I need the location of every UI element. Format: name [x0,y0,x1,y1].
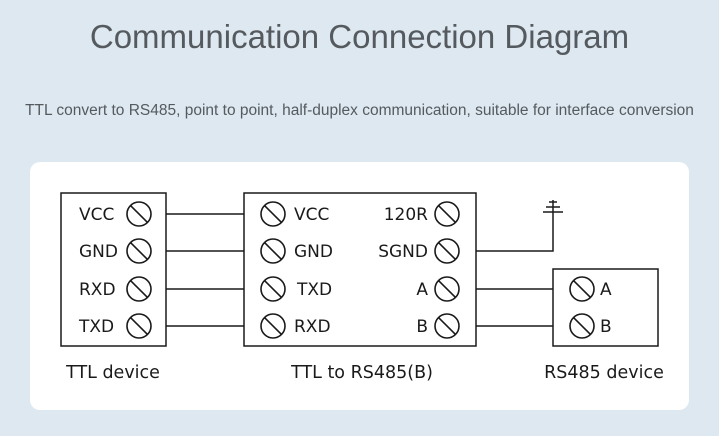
screw-terminal-icon [434,238,460,264]
page-subtitle: TTL convert to RS485, point to point, ha… [25,102,694,119]
converter-right-pins: 120R SGND A B [378,205,428,337]
converter-pin-label: RXD [294,317,331,337]
page-title: Communication Connection Diagram [89,18,630,55]
screw-terminal-icon [126,276,152,302]
screw-terminal-icon [569,276,595,302]
converter-pin-label: SGND [378,242,428,262]
ttl-pin-label: TXD [78,317,114,337]
converter-pin-label: TXD [296,280,332,300]
rs485-device-label: RS485 device [544,363,664,383]
screw-terminal-icon [126,238,152,264]
screw-terminal-icon [260,238,286,264]
converter-box [243,192,477,347]
screw-terminal-icon [569,313,595,339]
rs485-pin-label: B [600,317,612,337]
screw-terminal-icon [260,276,286,302]
ground-icon [543,200,563,214]
ttl-pin-label: RXD [79,280,116,300]
wire-sgnd [476,214,554,252]
converter-pin-label: 120R [384,205,428,225]
converter-pin-label: A [416,280,428,300]
ttl-pin-label: VCC [79,205,114,225]
screw-terminals [126,201,595,339]
ttl-device-box [60,192,167,347]
screw-terminal-icon [126,201,152,227]
converter-pin-label: VCC [294,205,329,225]
rs485-device-box [552,268,659,347]
rs485-pin-label: A [600,280,612,300]
screw-terminal-icon [126,313,152,339]
wires [166,213,554,327]
ttl-device-label: TTL device [65,363,160,383]
converter-left-pins: VCC GND TXD RXD [294,205,333,337]
screw-terminal-icon [260,201,286,227]
screw-terminal-icon [260,313,286,339]
ttl-pin-label: GND [79,242,118,262]
converter-label: TTL to RS485(B) [290,363,433,383]
converter-pin-label: B [416,317,428,337]
rs485-device-pins: A B [600,280,612,337]
converter-pin-label: GND [294,242,333,262]
screw-terminal-icon [434,313,460,339]
screw-terminal-icon [434,276,460,302]
screw-terminal-icon [434,201,460,227]
ttl-device-pins: VCC GND RXD TXD [78,205,118,337]
